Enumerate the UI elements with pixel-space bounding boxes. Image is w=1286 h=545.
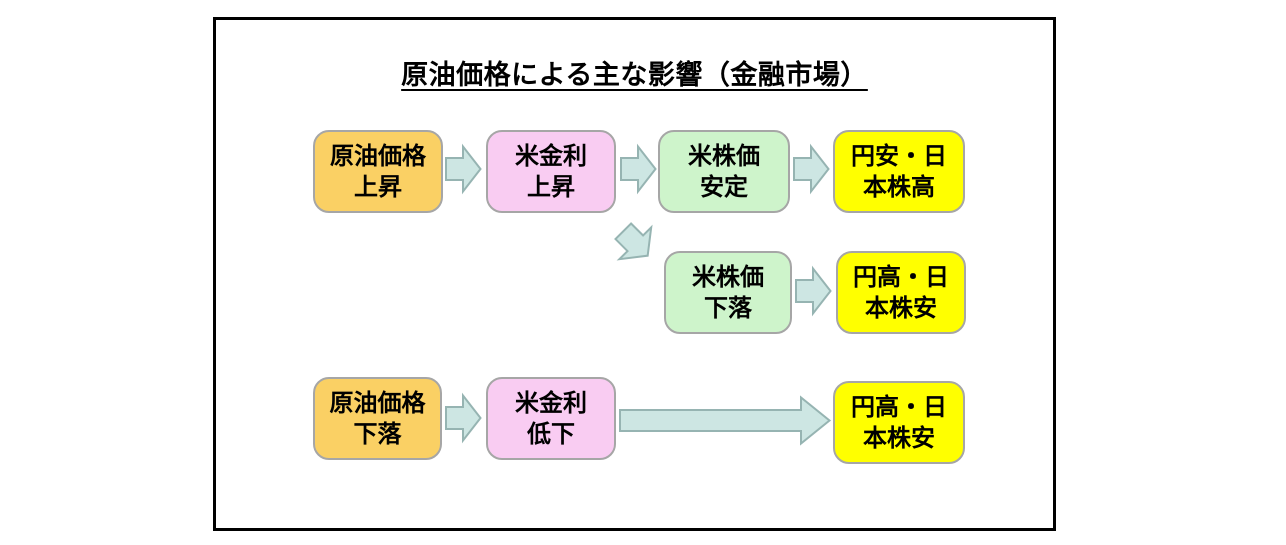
- node-label-line: 安定: [700, 173, 748, 201]
- node-label-line: 円高・日: [851, 393, 947, 421]
- node-label-line: 米金利: [515, 389, 587, 417]
- right-arrow-icon: [445, 392, 482, 444]
- node-yen-weak-jp-stocks-high: 円安・日 本株高: [833, 130, 965, 213]
- long-right-arrow-icon: [619, 395, 832, 446]
- node-label-line: 原油価格: [330, 142, 426, 170]
- node-oil-price-rise: 原油価格 上昇: [313, 130, 443, 213]
- node-label-line: 下落: [704, 294, 752, 322]
- node-label-line: 低下: [527, 420, 575, 448]
- diagonal-down-right-arrow-icon: [614, 222, 653, 261]
- node-us-stocks-stable: 米株価 安定: [658, 130, 790, 213]
- right-arrow-icon: [620, 143, 657, 195]
- node-label-line: 米株価: [692, 263, 764, 291]
- node-yen-strong-jp-stocks-low-2: 円高・日 本株安: [833, 381, 965, 464]
- right-arrow-icon: [793, 143, 830, 195]
- node-label-line: 米株価: [688, 142, 760, 170]
- node-label-line: 本株安: [863, 424, 935, 452]
- right-arrow-icon: [445, 143, 482, 195]
- diagram-frame: 原油価格による主な影響（金融市場） 原油価格 上昇 米金利 上昇 米株価 安定 …: [213, 17, 1056, 531]
- node-oil-price-fall: 原油価格 下落: [313, 377, 442, 460]
- node-us-rate-rise: 米金利 上昇: [486, 130, 616, 213]
- node-label-line: 米金利: [515, 142, 587, 170]
- node-us-rate-cut: 米金利 低下: [486, 377, 616, 460]
- right-arrow-icon: [795, 265, 832, 317]
- node-label-line: 円高・日: [853, 263, 949, 291]
- node-label-line: 上昇: [354, 173, 402, 201]
- node-yen-strong-jp-stocks-low: 円高・日 本株安: [836, 251, 966, 334]
- node-us-stocks-fall: 米株価 下落: [664, 251, 792, 334]
- diagram-title: 原油価格による主な影響（金融市場）: [401, 60, 868, 90]
- node-label-line: 下落: [353, 420, 402, 448]
- node-label-line: 原油価格: [329, 389, 426, 417]
- node-label-line: 本株高: [863, 173, 935, 201]
- node-label-line: 上昇: [527, 173, 575, 201]
- node-label-line: 本株安: [865, 294, 937, 322]
- node-label-line: 円安・日: [851, 142, 947, 170]
